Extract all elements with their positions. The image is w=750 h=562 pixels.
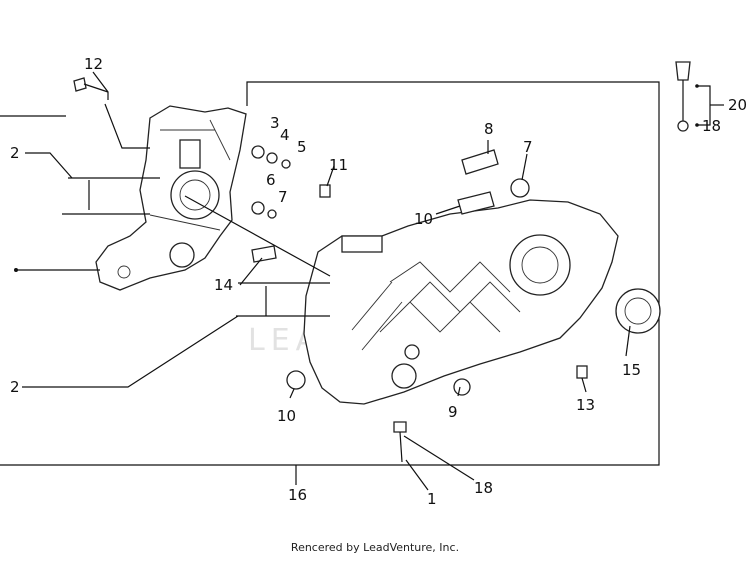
callout-13: 13 bbox=[576, 396, 595, 414]
footer-credit: Rencered by LeadVenture, Inc. bbox=[290, 541, 460, 554]
small-parts bbox=[73, 61, 691, 463]
callout-20: 20 bbox=[728, 96, 747, 114]
callout-4: 4 bbox=[280, 126, 290, 144]
callout-numbers: 12 3 4 5 2 6 7 8 7 11 10 14 2 10 9 13 15… bbox=[10, 55, 747, 508]
callout-2-top: 2 bbox=[10, 144, 20, 162]
callout-10-bottom: 10 bbox=[277, 407, 296, 425]
stud-bolts bbox=[62, 177, 330, 317]
callout-14: 14 bbox=[214, 276, 233, 294]
right-crankcase-half bbox=[303, 199, 619, 405]
group-bracket-16 bbox=[0, 81, 660, 485]
callout-5: 5 bbox=[297, 138, 307, 156]
callout-1: 1 bbox=[427, 490, 437, 508]
callout-18-top: 18 bbox=[702, 117, 721, 135]
left-crankcase-half bbox=[95, 105, 247, 291]
callout-12: 12 bbox=[84, 55, 103, 73]
callout-18-bottom: 18 bbox=[474, 479, 493, 497]
callout-7-right: 7 bbox=[523, 138, 533, 156]
callout-7-left: 7 bbox=[278, 188, 288, 206]
callout-10-top: 10 bbox=[414, 210, 433, 228]
callout-15: 15 bbox=[622, 361, 641, 379]
group-bracket-20 bbox=[695, 84, 724, 127]
callout-6: 6 bbox=[266, 171, 276, 189]
callout-2-bottom: 2 bbox=[10, 378, 20, 396]
callout-16: 16 bbox=[288, 486, 307, 504]
callout-9: 9 bbox=[448, 403, 458, 421]
callout-11: 11 bbox=[329, 156, 348, 174]
callout-3: 3 bbox=[270, 114, 280, 132]
leader-lines bbox=[14, 71, 631, 491]
callout-8: 8 bbox=[484, 120, 494, 138]
